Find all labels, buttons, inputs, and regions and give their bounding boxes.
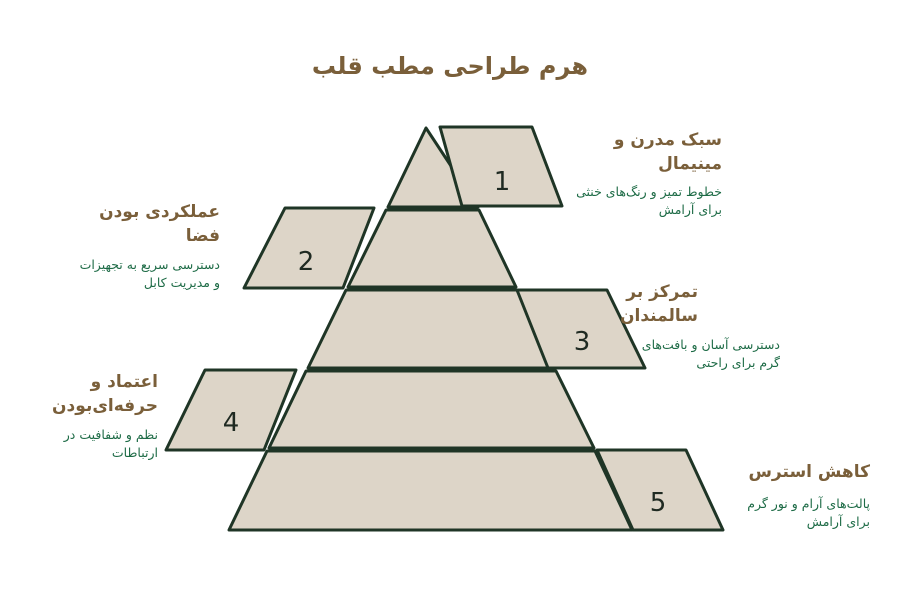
label-box-1 <box>438 125 564 208</box>
level-number-5: 5 <box>650 488 667 518</box>
level-heading-3: تمرکز بر سالمندان <box>620 282 698 326</box>
level-description-4: نظم و شفافیت در ارتباطات <box>63 427 158 460</box>
label-box-3 <box>515 288 647 370</box>
level-description-1: خطوط تمیز و رنگ‌های خنثی برای آرامش <box>576 184 722 217</box>
pyramid-layer-3 <box>306 288 557 370</box>
level-heading-2: عملکردی بودن فضا <box>99 202 220 246</box>
level-description-3: دسترسی آسان و بافت‌های گرم برای راحتی <box>641 337 780 370</box>
level-description-5: پالت‌های آرام و نور گرم برای آرامش <box>747 496 870 529</box>
level-heading-4: اعتماد و حرفه‌ای‌بودن <box>52 372 158 416</box>
level-heading-5: کاهش استرس <box>748 462 870 482</box>
level-number-4: 4 <box>223 408 240 438</box>
diagram-title: هرم طراحی مطب قلب <box>311 52 589 80</box>
label-box-2 <box>242 206 376 290</box>
level-heading-1: سبک مدرن و مینیمال <box>613 130 722 174</box>
level-number-3: 3 <box>574 327 591 357</box>
level-description-2: دسترسی سریع به تجهیزات و مدیریت کابل <box>79 257 220 290</box>
pyramid-layer-5 <box>227 449 634 532</box>
level-number-2: 2 <box>298 247 315 277</box>
pyramid-layer-2 <box>346 208 518 289</box>
pyramid-layer-4 <box>267 369 596 450</box>
label-box-5 <box>595 448 725 532</box>
level-number-1: 1 <box>494 167 511 197</box>
label-box-4 <box>164 368 298 452</box>
